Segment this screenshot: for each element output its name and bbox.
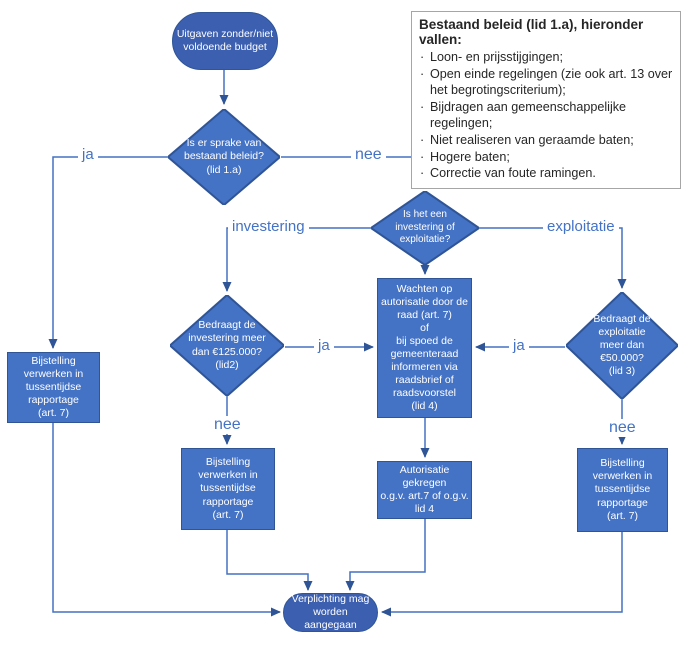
node-check-investering-label: Bedraagt de investering meer dan €125.00… — [188, 319, 266, 371]
node-check-exploitatie: Bedraagt de exploitatie meer dan €50.000… — [566, 292, 678, 399]
edge-type-investering — [222, 227, 371, 292]
edge-midden-to-einde — [226, 530, 313, 591]
info-box-item: Bijdragen aan gemeenschappelijke regelin… — [419, 99, 673, 132]
edge-label-ja-bestaand: ja — [78, 146, 98, 164]
node-autorisatie-gekregen-label: Autorisatie gekregen o.g.v. art.7 of o.g… — [380, 463, 469, 516]
node-bijstelling-rechts: Bijstelling verwerken in tussentijdse ra… — [577, 448, 668, 532]
node-bijstelling-links: Bijstelling verwerken in tussentijdse ra… — [7, 352, 100, 423]
diamond-shape — [170, 295, 284, 396]
info-box-item: Hogere baten; — [419, 149, 673, 166]
info-box-item: Correctie van foute ramingen. — [419, 165, 673, 182]
info-box: Bestaand beleid (lid 1.a), hieronder val… — [411, 11, 681, 189]
info-box-item: Open einde regelingen (zie ook art. 13 o… — [419, 66, 673, 99]
node-start-label: Uitgaven zonder/niet voldoende budget — [176, 27, 274, 53]
node-check-invest-of-exploit-label: Is het een investering of exploitatie? — [395, 209, 455, 246]
node-wachten-autorisatie-label: Wachten op autorisatie door de raad (art… — [381, 282, 468, 413]
edge-label-exploitatie: exploitatie — [543, 218, 619, 236]
edge-label-ja-exploitatie: ja — [509, 337, 529, 355]
diamond-shape — [371, 191, 479, 265]
node-bijstelling-rechts-label: Bijstelling verwerken in tussentijdse ra… — [592, 457, 653, 522]
node-bijstelling-links-label: Bijstelling verwerken in tussentijdse ra… — [23, 354, 84, 420]
info-box-item: Loon- en prijsstijgingen; — [419, 49, 673, 66]
info-box-title: Bestaand beleid (lid 1.a), hieronder val… — [419, 17, 644, 47]
edge-bestaand-ja-left — [48, 156, 168, 349]
edge-label-ja-investering: ja — [314, 337, 334, 355]
diamond-shape — [168, 109, 280, 205]
info-box-item: Niet realiseren van geraamde baten; — [419, 132, 673, 149]
edge-autorisatie-to-einde — [345, 519, 426, 591]
node-start: Uitgaven zonder/niet voldoende budget — [172, 12, 278, 70]
node-autorisatie-gekregen: Autorisatie gekregen o.g.v. art.7 of o.g… — [377, 461, 472, 519]
node-check-investering: Bedraagt de investering meer dan €125.00… — [170, 295, 284, 396]
diamond-shape — [566, 292, 678, 399]
info-box-list: Loon- en prijsstijgingen;Open einde rege… — [419, 49, 673, 182]
edge-label-nee-bestaand: nee — [351, 146, 386, 164]
edge-label-nee-exploitatie: nee — [605, 419, 640, 437]
edge-links-to-einde — [52, 423, 281, 617]
edge-label-nee-investering: nee — [210, 416, 245, 434]
node-einde-label: Verplichting mag worden aangegaan — [291, 592, 370, 632]
node-einde: Verplichting mag worden aangegaan — [283, 593, 378, 632]
node-bijstelling-midden-label: Bijstelling verwerken in tussentijdse ra… — [198, 456, 258, 521]
node-check-exploitatie-label: Bedraagt de exploitatie meer dan €50.000… — [593, 312, 651, 378]
edge-label-investering: investering — [228, 218, 309, 236]
node-check-bestaand-beleid: Is er sprake van bestaand beleid? (lid 1… — [168, 109, 280, 205]
node-check-invest-of-exploit: Is het een investering of exploitatie? — [371, 191, 479, 265]
node-check-bestaand-beleid-label: Is er sprake van bestaand beleid? (lid 1… — [184, 137, 264, 176]
edge-rechts-to-einde — [381, 532, 623, 617]
node-wachten-autorisatie: Wachten op autorisatie door de raad (art… — [377, 278, 472, 418]
node-bijstelling-midden: Bijstelling verwerken in tussentijdse ra… — [181, 448, 275, 530]
edge-type-exploitatie — [479, 227, 627, 289]
